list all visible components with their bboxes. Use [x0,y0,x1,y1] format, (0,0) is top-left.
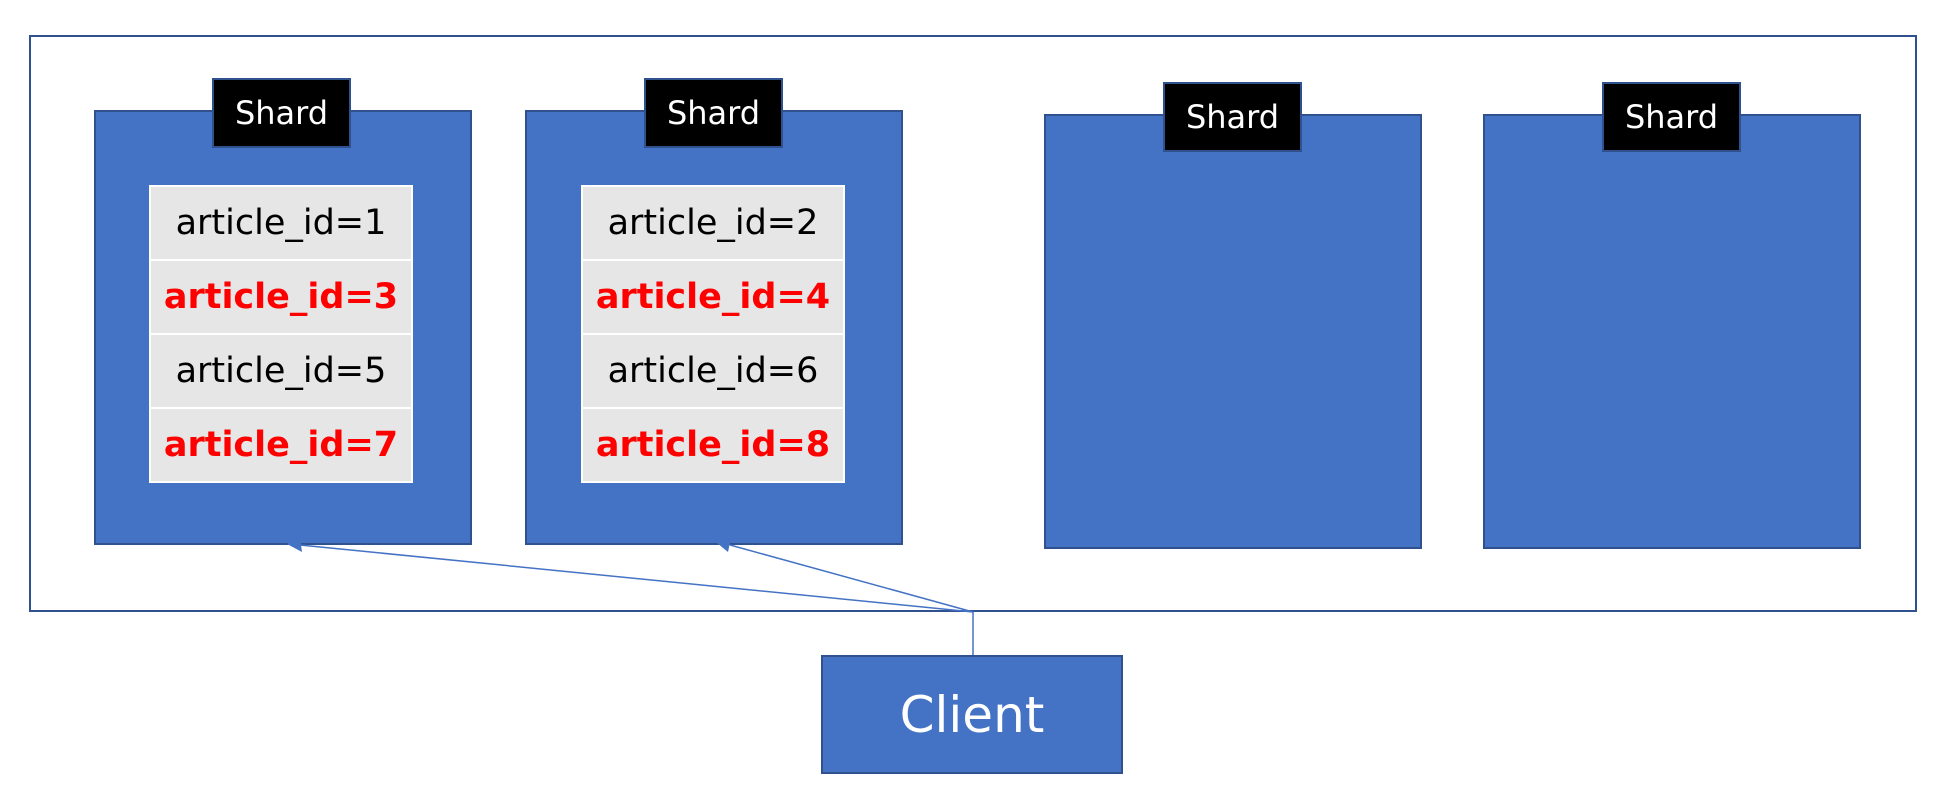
shard-4 [1483,114,1861,549]
shard-3 [1044,114,1422,549]
client-label: Client [899,685,1045,744]
shard-2-label: Shard [644,78,783,148]
document-row: article_id=2 [583,187,843,261]
document-row-highlighted: article_id=7 [151,409,411,481]
document-row-highlighted: article_id=3 [151,261,411,335]
document-row: article_id=1 [151,187,411,261]
shard-1-document-list: article_id=1 article_id=3 article_id=5 a… [149,185,413,483]
shard-3-label: Shard [1163,82,1302,152]
shard-1-label: Shard [212,78,351,148]
document-row: article_id=5 [151,335,411,409]
document-row: article_id=6 [583,335,843,409]
document-row-highlighted: article_id=8 [583,409,843,481]
client-box: Client [821,655,1123,774]
shard-2-document-list: article_id=2 article_id=4 article_id=6 a… [581,185,845,483]
shard-4-label: Shard [1602,82,1741,152]
document-row-highlighted: article_id=4 [583,261,843,335]
